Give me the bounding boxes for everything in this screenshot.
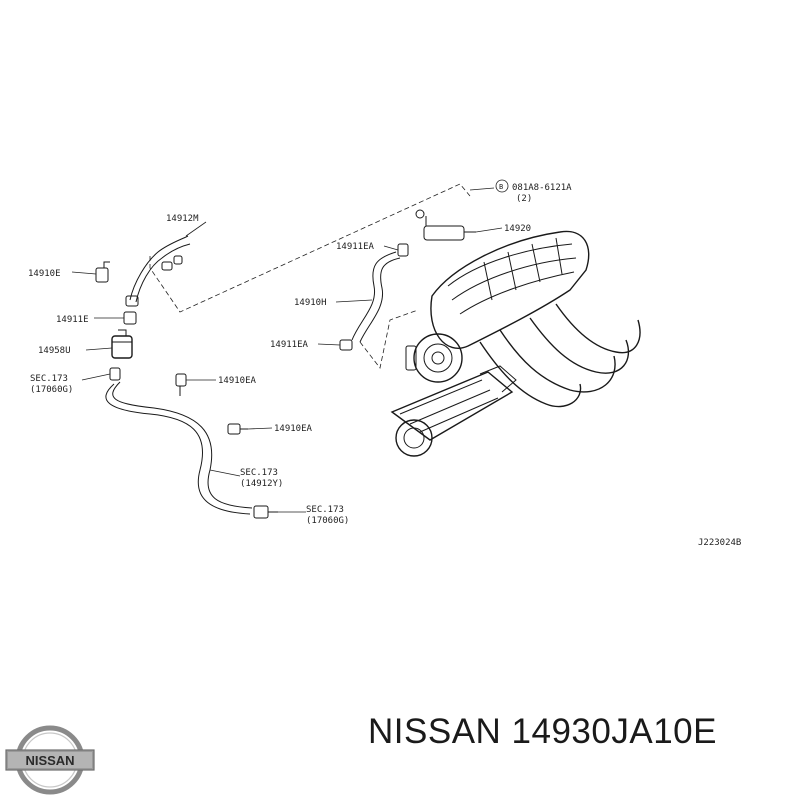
label-14910EA-1: 14910EA [218, 376, 257, 386]
dashed-routing-line [149, 183, 471, 313]
label-sec173-a: SEC.173 [30, 374, 68, 384]
label-14910EA-2: 14910EA [274, 424, 313, 434]
left-hose-assembly [95, 235, 278, 519]
label-14912M: 14912M [166, 214, 199, 224]
part-number-label: NISSAN 14930JA10E [368, 712, 717, 751]
nissan-logo: NISSAN [5, 725, 95, 795]
label-sec173-b-sub: (14912Y) [240, 479, 283, 489]
label-sec173-a-sub: (17060G) [30, 385, 73, 395]
label-14920: 14920 [504, 224, 531, 234]
label-14911EA-low: 14911EA [270, 340, 309, 350]
upper-hose-assembly [339, 243, 419, 369]
leader-lines [71, 187, 503, 513]
bolt-symbol-circle [495, 179, 509, 193]
label-14958U: 14958U [38, 346, 71, 356]
drawing-reference: J223024B [698, 538, 741, 548]
label-bolt-part: 081A8-6121A [512, 183, 572, 193]
callout-labels: 14912M 14910E 14911E 14958U SEC.173 (170… [28, 179, 741, 548]
label-sec173-b: SEC.173 [240, 468, 278, 478]
label-14910E: 14910E [28, 269, 61, 279]
label-14911EA-top: 14911EA [336, 242, 375, 252]
logo-wordmark: NISSAN [25, 753, 74, 768]
label-sec173-c: SEC.173 [306, 505, 344, 515]
label-14910H: 14910H [294, 298, 327, 308]
bolt-symbol: B [499, 183, 503, 191]
label-sec173-c-sub: (17060G) [306, 516, 349, 526]
label-14911E: 14911E [56, 315, 89, 325]
label-bolt-qty: (2) [516, 194, 532, 204]
intake-manifold [390, 209, 641, 457]
